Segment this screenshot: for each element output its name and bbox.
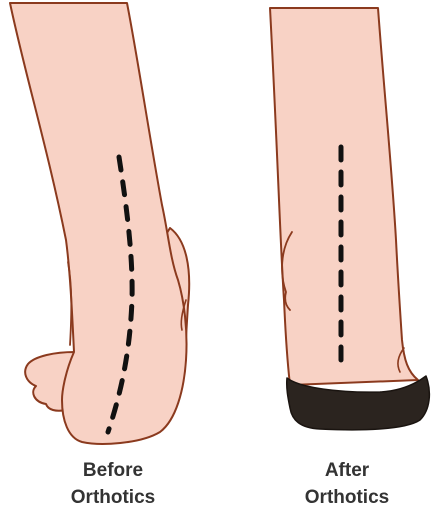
after-leg xyxy=(270,8,418,385)
before-orthotics-caption: Before Orthotics xyxy=(48,457,178,511)
before-caption-line1: Before xyxy=(48,457,178,484)
after-caption-line1: After xyxy=(282,457,412,484)
before-foot-icon xyxy=(10,3,189,444)
after-orthotics-caption: After Orthotics xyxy=(282,457,412,511)
after-caption-line2: Orthotics xyxy=(282,484,412,511)
after-foot-icon xyxy=(270,8,429,430)
before-caption-line2: Orthotics xyxy=(48,484,178,511)
